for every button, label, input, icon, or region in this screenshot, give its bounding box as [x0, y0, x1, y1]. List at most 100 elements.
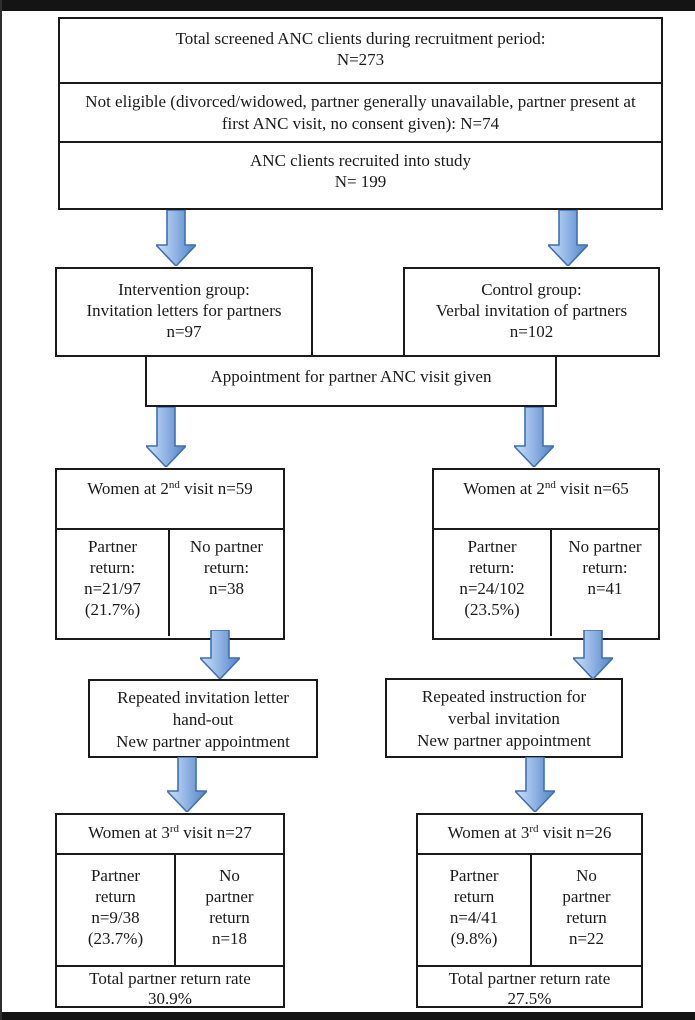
no-partner-return-cell: No partner return: n=41	[552, 530, 658, 636]
down-arrow	[156, 210, 196, 266]
cell-line: Partner	[467, 537, 517, 556]
recruited-row: ANC clients recruited into study N= 199	[60, 143, 661, 206]
header-text: Women at 2	[87, 479, 169, 498]
cell-line: No partner	[568, 537, 642, 556]
intervention-desc: Invitation letters for partners	[86, 301, 282, 320]
cell-line: n=22	[568, 929, 605, 948]
total-label: Total partner return rate	[89, 969, 251, 988]
ordinal-sup: nd	[544, 479, 556, 491]
cell-line: n=41	[587, 579, 623, 598]
visit2-right-header: Women at 2nd visit n=65	[434, 470, 658, 530]
appointment-text: Appointment for partner ANC visit given	[210, 367, 492, 386]
recruited-n: N= 199	[334, 172, 387, 191]
visit3-left-header: Women at 3rd visit n=27	[57, 815, 283, 855]
cell-line: return	[95, 887, 136, 906]
control-desc: Verbal invitation of partners	[435, 301, 628, 320]
cell-line: No	[219, 866, 240, 885]
repeated-line: verbal invitation	[448, 709, 560, 728]
not-eligible-text: Not eligible (divorced/widowed, partner …	[85, 92, 636, 133]
intervention-n: n=97	[166, 322, 202, 341]
cell-line: (21.7%)	[84, 600, 141, 619]
recruited-text: ANC clients recruited into study	[250, 151, 471, 170]
repeated-line: Repeated instruction for	[421, 687, 587, 706]
total-value: 27.5%	[507, 989, 552, 1008]
partner-return-cell: Partner return n=9/38 (23.7%)	[57, 855, 176, 965]
cell-line: No partner	[189, 537, 264, 556]
cell-line: partner	[562, 887, 611, 906]
visit3-right-box: Women at 3rd visit n=26 Partner return n…	[416, 813, 643, 1008]
down-arrow	[200, 630, 240, 679]
cell-line: return	[453, 887, 495, 906]
header-text: Women at 2	[463, 479, 545, 498]
no-partner-return-cell: No partner return n=22	[532, 855, 641, 965]
cell-line: return	[566, 908, 607, 927]
visit3-right-cells: Partner return n=4/41 (9.8%) No partner …	[418, 855, 641, 965]
no-partner-return-cell: No partner return: n=38	[170, 530, 283, 636]
header-text: visit n=27	[179, 823, 252, 842]
cell-line: Partner	[90, 866, 141, 885]
cell-line: (23.5%)	[464, 600, 520, 619]
cell-line: No	[576, 866, 597, 885]
down-arrow	[515, 757, 555, 812]
down-arrow	[548, 210, 588, 266]
top-frame-bar	[0, 0, 695, 11]
bottom-frame-bar	[0, 1012, 695, 1020]
cell-line: n=38	[208, 579, 245, 598]
cell-line: return	[209, 908, 250, 927]
partner-return-cell: Partner return: n=24/102 (23.5%)	[434, 530, 552, 636]
screening-box: Total screened ANC clients during recrui…	[58, 17, 663, 210]
ordinal-sup: rd	[529, 823, 539, 835]
screened-n: N=273	[336, 50, 385, 69]
repeated-letter-box: Repeated invitation letter hand-out New …	[88, 679, 318, 758]
ordinal-sup: nd	[168, 479, 180, 491]
total-value: 30.9%	[148, 989, 192, 1008]
cell-line: return:	[89, 558, 136, 577]
repeated-line: New partner appointment	[116, 732, 290, 751]
visit2-left-box: Women at 2nd visit n=59 Partner return: …	[55, 468, 285, 640]
down-arrow	[514, 407, 554, 467]
visit2-left-header: Women at 2nd visit n=59	[57, 470, 283, 530]
cell-line: return:	[582, 558, 628, 577]
screened-row: Total screened ANC clients during recrui…	[60, 19, 661, 84]
cell-line: n=24/102	[459, 579, 525, 598]
screened-text: Total screened ANC clients during recrui…	[175, 29, 546, 48]
repeated-verbal-box: Repeated instruction for verbal invitati…	[385, 678, 623, 758]
repeated-line: Repeated invitation letter	[117, 688, 289, 707]
visit3-left-box: Women at 3rd visit n=27 Partner return n…	[55, 813, 285, 1008]
cell-line: partner	[205, 887, 254, 906]
control-title: Control group:	[481, 280, 582, 299]
header-text: visit n=26	[538, 823, 612, 842]
cell-line: Partner	[87, 537, 138, 556]
partner-return-cell: Partner return: n=21/97 (21.7%)	[57, 530, 170, 636]
intervention-title: Intervention group:	[118, 280, 250, 299]
appointment-box: Appointment for partner ANC visit given	[145, 355, 557, 407]
visit3-right-header: Women at 3rd visit n=26	[418, 815, 641, 855]
down-arrow	[146, 407, 186, 467]
total-return-row: Total partner return rate 27.5%	[418, 965, 641, 1009]
down-arrow	[573, 630, 613, 679]
header-text: visit n=65	[555, 479, 629, 498]
total-label: Total partner return rate	[448, 969, 611, 988]
cell-line: n=18	[211, 929, 248, 948]
cell-line: (9.8%)	[450, 929, 498, 948]
cell-line: return:	[469, 558, 515, 577]
header-text: Women at 3	[447, 823, 530, 842]
total-return-row: Total partner return rate 30.9%	[57, 965, 283, 1009]
cell-line: n=9/38	[91, 908, 140, 927]
header-text: Women at 3	[88, 823, 170, 842]
control-group-box: Control group: Verbal invitation of part…	[403, 267, 660, 357]
visit3-left-cells: Partner return n=9/38 (23.7%) No partner…	[57, 855, 283, 965]
cell-line: (23.7%)	[87, 929, 144, 948]
visit2-left-cells: Partner return: n=21/97 (21.7%) No partn…	[57, 530, 283, 636]
cell-line: n=4/41	[449, 908, 499, 927]
not-eligible-row: Not eligible (divorced/widowed, partner …	[60, 84, 661, 143]
partner-return-cell: Partner return n=4/41 (9.8%)	[418, 855, 532, 965]
down-arrow	[167, 757, 207, 812]
visit2-right-cells: Partner return: n=24/102 (23.5%) No part…	[434, 530, 658, 636]
repeated-line: hand-out	[172, 710, 234, 729]
control-n: n=102	[509, 322, 554, 341]
left-frame-line	[0, 0, 2, 1020]
ordinal-sup: rd	[169, 823, 180, 835]
intervention-group-box: Intervention group: Invitation letters f…	[55, 267, 313, 357]
